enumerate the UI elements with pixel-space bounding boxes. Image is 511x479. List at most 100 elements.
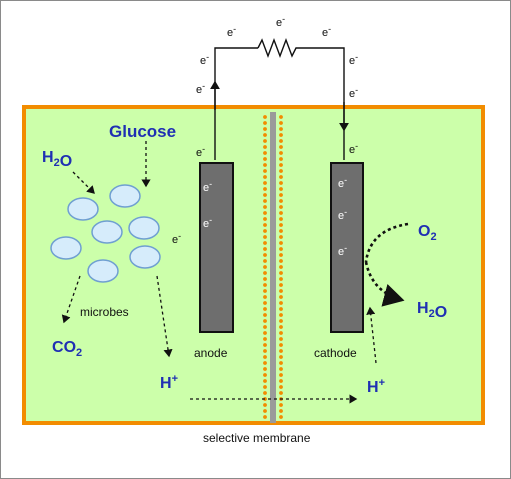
membrane-dot xyxy=(279,409,283,413)
water-label-left: H2O xyxy=(42,149,72,170)
electron-label: e- xyxy=(338,243,347,258)
membrane-dot xyxy=(279,217,283,221)
electron-label: e- xyxy=(322,24,331,39)
membrane-dot xyxy=(263,169,267,173)
membrane-dot xyxy=(279,163,283,167)
membrane-dot xyxy=(263,265,267,269)
membrane-dot xyxy=(263,409,267,413)
membrane-dot xyxy=(279,187,283,191)
membrane-dot xyxy=(279,343,283,347)
membrane-dot xyxy=(279,121,283,125)
membrane-dot xyxy=(263,253,267,257)
membrane-dot xyxy=(279,223,283,227)
membrane-dot xyxy=(263,217,267,221)
membrane-dot xyxy=(279,349,283,353)
electron-label: e- xyxy=(200,52,209,67)
membrane-dot xyxy=(263,199,267,203)
membrane-dot xyxy=(263,343,267,347)
membrane-dot xyxy=(279,145,283,149)
external-wire xyxy=(214,47,258,160)
membrane-dot xyxy=(279,151,283,155)
membrane-dot xyxy=(263,139,267,143)
membrane-dot xyxy=(263,181,267,185)
membrane-dot xyxy=(279,253,283,257)
membrane-dot xyxy=(279,355,283,359)
membrane-dot xyxy=(279,229,283,233)
membrane-dot xyxy=(279,139,283,143)
membrane-dot xyxy=(263,211,267,215)
membrane-dot xyxy=(279,271,283,275)
membrane-dot xyxy=(263,289,267,293)
membrane-dot xyxy=(263,193,267,197)
membrane-dot xyxy=(279,277,283,281)
membrane-dot xyxy=(263,259,267,263)
electron-label: e- xyxy=(203,179,212,194)
membrane-dot xyxy=(263,187,267,191)
membrane-dot xyxy=(279,325,283,329)
arrow-cathode-to-water xyxy=(364,261,405,307)
membrane-dot xyxy=(279,331,283,335)
membrane-dot xyxy=(263,241,267,245)
membrane-label: selective membrane xyxy=(203,431,311,445)
membrane-dot xyxy=(279,337,283,341)
electron-label: e- xyxy=(276,14,285,29)
membrane-dot xyxy=(263,295,267,299)
membrane-dot xyxy=(263,271,267,275)
membrane-dot xyxy=(263,403,267,407)
co2-label: CO2 xyxy=(52,339,82,359)
electron-label: e- xyxy=(349,52,358,67)
selective-membrane xyxy=(263,112,283,423)
membrane-dot xyxy=(263,247,267,251)
membrane-dot xyxy=(263,313,267,317)
microbe xyxy=(87,259,119,283)
membrane-dot xyxy=(263,391,267,395)
microbe xyxy=(128,216,160,240)
microbes-label: microbes xyxy=(80,305,129,319)
membrane-dot xyxy=(263,235,267,239)
membrane-dot xyxy=(263,175,267,179)
electron-label: e- xyxy=(172,231,181,246)
arrow-oxygen-to-cathode xyxy=(364,222,409,263)
resistor-icon xyxy=(257,38,300,58)
membrane-dot xyxy=(279,181,283,185)
membrane-dot xyxy=(279,295,283,299)
electron-label: e- xyxy=(196,144,205,159)
membrane-dot xyxy=(279,265,283,269)
membrane-dot xyxy=(263,307,267,311)
membrane-dot xyxy=(263,127,267,131)
membrane-dot xyxy=(279,283,283,287)
arrow-to-proton xyxy=(156,275,173,358)
proton-label-left: H+ xyxy=(160,373,178,392)
membrane-dot xyxy=(279,235,283,239)
membrane-dot xyxy=(263,277,267,281)
membrane-dot xyxy=(263,121,267,125)
membrane-dot xyxy=(279,259,283,263)
microbes-cluster xyxy=(50,184,161,283)
microbe xyxy=(109,184,141,208)
membrane-dot xyxy=(279,127,283,131)
membrane-dot xyxy=(279,193,283,197)
membrane-dot xyxy=(279,289,283,293)
electron-label: e- xyxy=(349,85,358,100)
membrane-dot xyxy=(263,325,267,329)
membrane-dot xyxy=(263,331,267,335)
electron-label: e- xyxy=(196,81,205,96)
electron-label: e- xyxy=(227,24,236,39)
membrane-dot xyxy=(279,403,283,407)
membrane-dot xyxy=(279,205,283,209)
electron-label: e- xyxy=(349,141,358,156)
membrane-dot xyxy=(279,319,283,323)
cathode-electrode xyxy=(330,162,364,333)
membrane-dot xyxy=(279,247,283,251)
membrane-dot xyxy=(279,361,283,365)
anode-label: anode xyxy=(194,346,228,360)
membrane-dot xyxy=(279,415,283,419)
membrane-dot xyxy=(263,151,267,155)
membrane-dot xyxy=(279,379,283,383)
membrane-dot xyxy=(263,349,267,353)
membrane-dot xyxy=(279,367,283,371)
membrane-dot xyxy=(263,415,267,419)
oxygen-label: O2 xyxy=(418,223,437,243)
microbe xyxy=(67,197,99,221)
membrane-dot xyxy=(279,307,283,311)
